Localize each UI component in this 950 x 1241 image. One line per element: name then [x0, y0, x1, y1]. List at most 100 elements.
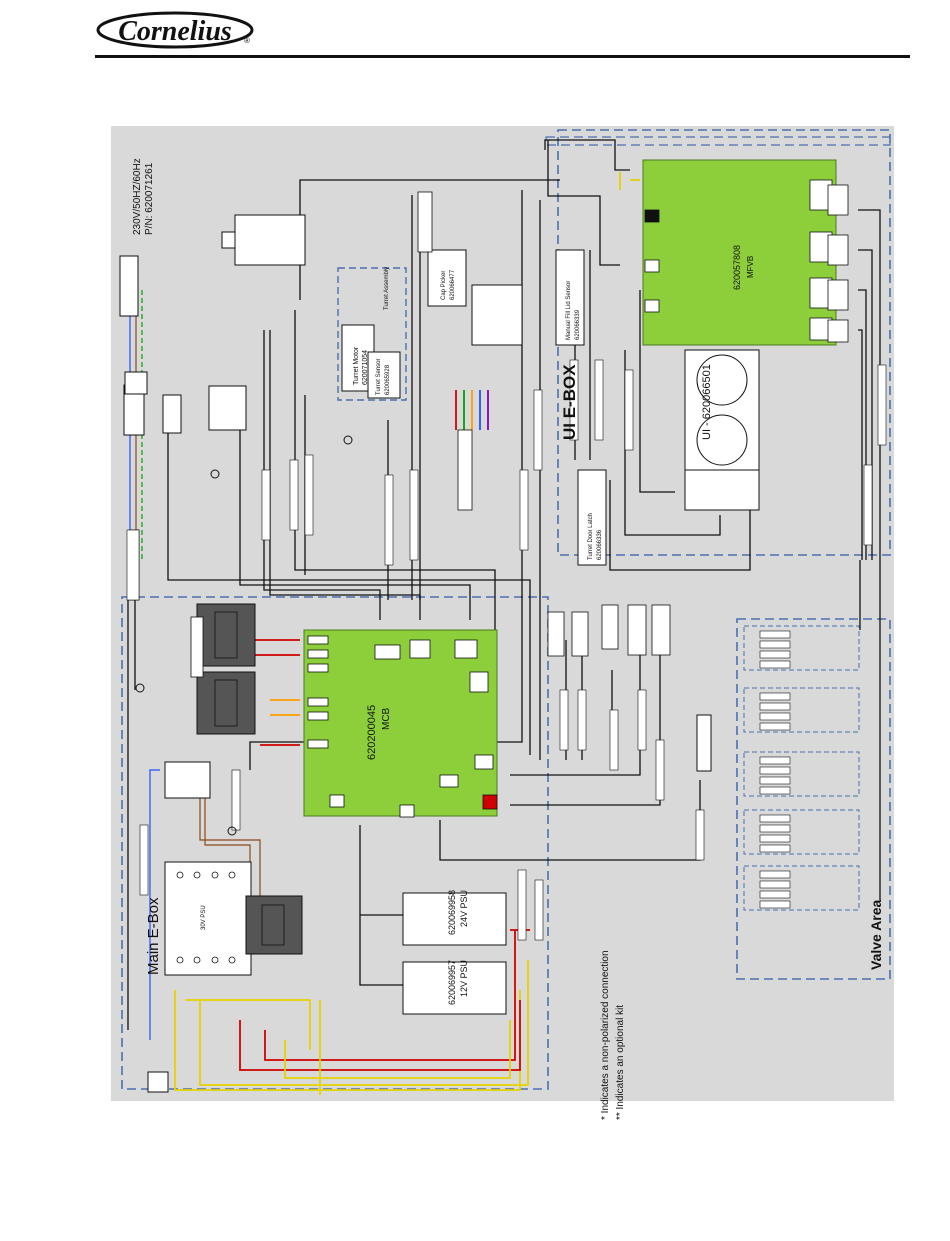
turret-motor-pn: 620071054: [362, 350, 369, 385]
valve-area-region: [736, 618, 891, 980]
harness-label-bars: [126, 359, 887, 941]
connector: [374, 644, 401, 660]
logo-text: Cornelius: [118, 16, 232, 47]
connector: [329, 794, 345, 808]
terminal: [193, 871, 201, 879]
logo-oval: [96, 11, 254, 49]
valve-tag: [759, 824, 791, 833]
ground-icon: [343, 435, 353, 445]
turret-assembly-label: Turret Assembly: [384, 267, 390, 310]
label-bar: [533, 389, 543, 471]
valve-group: [743, 809, 860, 855]
wire: [294, 310, 496, 630]
label-bar: [594, 359, 604, 441]
ground-icon: [227, 826, 237, 836]
turret-door-latch-box: [577, 469, 607, 566]
wire: [510, 630, 661, 806]
turret-sensor-name: Turret Sensor: [376, 359, 382, 395]
sensor-box: [571, 611, 589, 657]
valve-groups: [743, 625, 860, 911]
connector: [439, 774, 459, 788]
valve-group: [743, 865, 860, 911]
mfvb-labels: 620057808 MFVB: [732, 245, 755, 290]
mcb-part-number: 620200045: [366, 705, 378, 760]
turret-door-latch-pn: 620066336: [597, 529, 603, 560]
red-wire: [239, 1000, 521, 1071]
red-wire: [264, 930, 516, 1061]
valve-tag: [759, 844, 791, 853]
label-bar: [139, 824, 149, 896]
terminal: [228, 956, 236, 964]
main-ebox-title: Main E-Box: [145, 897, 162, 975]
cap-outline: [214, 611, 238, 659]
note-non-polarized: * Indicates a non-polarized connection: [600, 950, 611, 1120]
label-bar: [126, 529, 140, 601]
wire: [639, 290, 675, 493]
label-bar: [231, 769, 241, 831]
mfvb-part-number: 620057808: [732, 245, 742, 290]
power-cord-box: [119, 255, 139, 317]
wire: [299, 179, 560, 220]
ground-icon: [135, 683, 145, 693]
fuse-holder: [162, 394, 182, 434]
label-bar: [577, 689, 587, 751]
connector: [409, 639, 431, 659]
wire: [239, 400, 471, 620]
wire: [858, 329, 863, 560]
wire: [269, 330, 421, 620]
header-graphic: Cornelius ®: [95, 11, 910, 58]
label-bar: [559, 689, 569, 751]
label-bar: [384, 474, 394, 566]
connector: [307, 711, 329, 721]
main-ebox-title-group: Main E-Box: [145, 897, 162, 975]
label-bar: [863, 464, 873, 546]
connector: [307, 649, 329, 659]
part-number-label: P/N: 620071261: [144, 162, 155, 235]
yellow-wire: [199, 960, 529, 1086]
capacitor-outlines: [214, 611, 285, 946]
connector: [399, 804, 415, 818]
agitator-capacitor: [245, 895, 303, 955]
psu-12v-name: 12V PSU: [459, 960, 469, 997]
ui-ebox-title-group: UI E-BOX: [560, 364, 579, 440]
valve-group-box: [743, 865, 860, 911]
wire-label-tag: [190, 616, 204, 678]
ui-display-base: [684, 469, 760, 511]
label-bar: [289, 459, 299, 531]
ui-speaker-top: [696, 354, 748, 406]
psu-30v-box: [164, 861, 252, 976]
turret-sensor-labels: Turret Sensor 620065928: [376, 359, 391, 395]
valve-area-title-group: Valve Area: [868, 899, 884, 970]
colored-wires: [129, 172, 640, 1095]
turret-motor-name: Turret Motor: [353, 346, 360, 385]
agitator-motor-box: [234, 214, 306, 266]
blue-wire: [149, 769, 160, 1040]
ui-speaker-bottom: [696, 414, 748, 466]
connector: [644, 259, 660, 273]
valve-tag: [759, 814, 791, 823]
harness-label-tag: [457, 429, 473, 511]
mcb-name: MCB: [381, 707, 392, 730]
turret-motor-labels: Turret Motor 620071054: [353, 346, 369, 385]
ui-label-group: UI - 620066501: [701, 364, 713, 440]
label-bar: [637, 689, 647, 751]
valve-group-box: [743, 625, 860, 671]
valve-tag: [759, 834, 791, 843]
wire: [609, 480, 751, 571]
sensor-box: [601, 604, 619, 650]
label-bar: [624, 369, 634, 451]
label-bar: [304, 454, 314, 536]
psu-24v-name: 24V PSU: [459, 890, 469, 927]
cornelius-logo: Cornelius ®: [96, 11, 254, 49]
mcb-board: [303, 629, 498, 817]
cap-outline: [214, 679, 238, 727]
connector: [827, 279, 849, 311]
logo-registered-mark: ®: [244, 36, 250, 45]
psu-24v-pn: 620069958: [447, 890, 457, 935]
connector: [469, 671, 489, 693]
label-bar: [517, 869, 527, 941]
psu-12v-box: [402, 961, 507, 1015]
wire: [359, 915, 405, 986]
mcb-connectors: [307, 635, 498, 818]
terminal: [176, 871, 184, 879]
